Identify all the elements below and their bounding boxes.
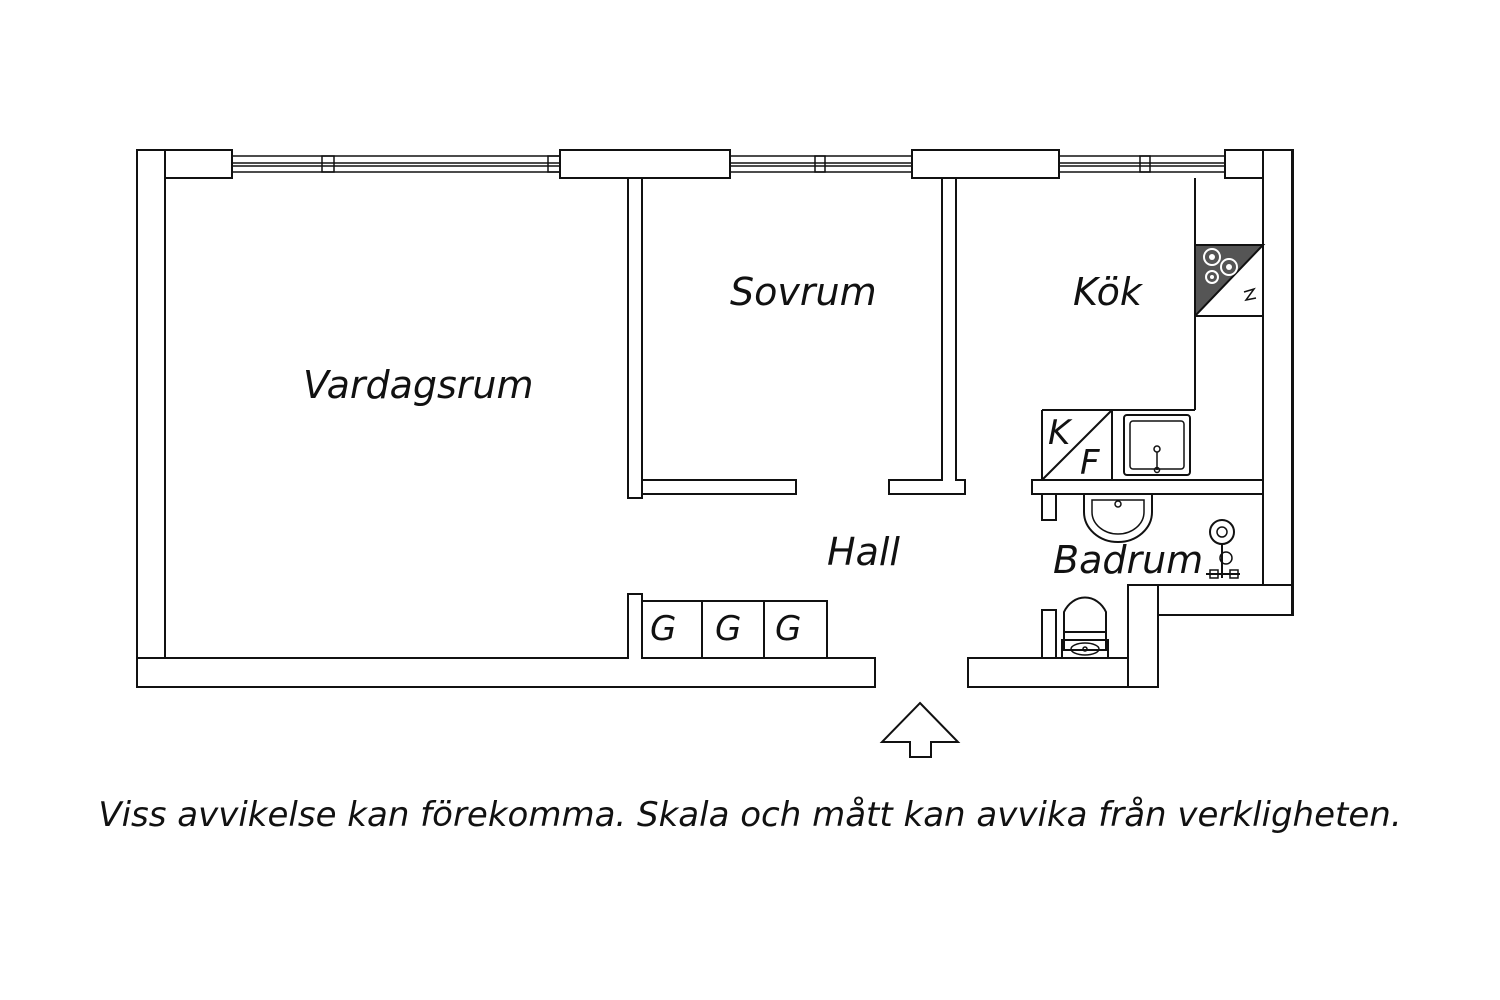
fridge-label: K — [1048, 413, 1073, 453]
wardrobes: G G G — [641, 600, 828, 659]
wardrobe-label-1: G — [650, 609, 676, 649]
fridge-freezer: K F — [1041, 409, 1113, 483]
wall-vardagsrum-sovrum — [627, 177, 643, 499]
window-sovrum — [729, 150, 913, 178]
window-vardagsrum — [231, 150, 561, 178]
entrance-arrow-icon — [879, 701, 961, 758]
wardrobe-block — [641, 600, 828, 659]
room-label-sovrum: Sovrum — [730, 270, 877, 314]
wall-left — [136, 149, 166, 688]
kitchen-counter — [1041, 178, 1263, 480]
wardrobe-label-2: G — [715, 609, 741, 649]
wall-bottom-left — [136, 657, 876, 688]
wall-top-mid-right — [911, 149, 1060, 179]
wall-top-mid-left — [559, 149, 731, 179]
room-label-badrum: Badrum — [1053, 538, 1203, 582]
interior-walls — [627, 177, 1264, 660]
washbasin-icon — [1083, 493, 1153, 543]
wall-badrum-lower-stub — [1041, 609, 1057, 659]
room-label-vardagsrum: Vardagsrum — [303, 363, 534, 407]
room-label-kok: Kök — [1073, 270, 1144, 314]
outer-walls — [136, 149, 1294, 688]
wall-sovrum-kok — [941, 177, 957, 481]
windows — [231, 150, 1226, 178]
wall-vardagsrum-hall-lower — [627, 593, 643, 659]
toilet-icon — [1061, 596, 1109, 659]
freezer-label: F — [1080, 443, 1100, 483]
wall-badrum-stub — [1041, 493, 1057, 521]
window-kok — [1058, 150, 1226, 178]
wall-kok-badrum — [1031, 479, 1264, 495]
wardrobe-label-3: G — [775, 609, 801, 649]
room-label-hall: Hall — [827, 530, 900, 574]
disclaimer-text: Viss avvikelse kan förekomma. Skala och … — [98, 795, 1401, 835]
wall-sovrum-bottom-left — [641, 479, 797, 495]
stove-icon — [1194, 244, 1266, 319]
sink-icon — [1123, 414, 1191, 476]
shower-icon — [1206, 519, 1240, 579]
